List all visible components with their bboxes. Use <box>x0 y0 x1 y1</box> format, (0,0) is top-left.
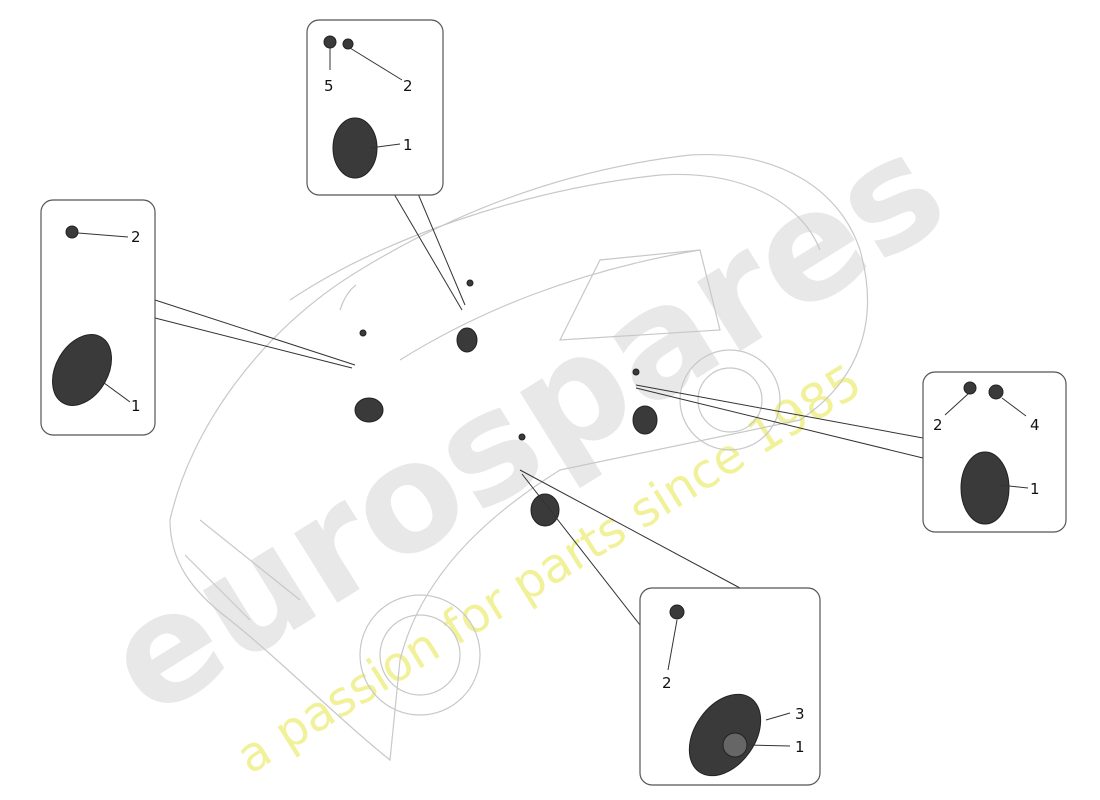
car-outline <box>169 153 869 762</box>
label-part-5: 5 <box>324 77 334 95</box>
label-part-3: 3 <box>795 705 805 723</box>
label-part-1: 1 <box>131 397 141 415</box>
callout-left: 2 1 <box>40 199 156 436</box>
callout-bottom: 2 3 1 <box>639 587 821 786</box>
label-part-2: 2 <box>131 228 141 246</box>
car-speakers <box>354 279 658 527</box>
watermark: eurospares a passion for parts since 198… <box>77 100 974 785</box>
speaker-dash-center <box>456 327 478 353</box>
speaker-rear-door <box>632 405 658 435</box>
label-part-1: 1 <box>403 136 413 154</box>
watermark-brand: eurospares <box>77 100 974 750</box>
label-part-2: 2 <box>933 416 943 434</box>
leader-lines <box>154 169 924 626</box>
label-part-2: 2 <box>403 77 413 95</box>
callout-right: 2 4 1 <box>922 371 1067 533</box>
speaker-dash-left <box>354 397 384 423</box>
speaker-front-door <box>530 493 560 527</box>
label-part-1: 1 <box>1030 480 1040 498</box>
label-part-4: 4 <box>1030 416 1040 434</box>
label-part-1: 1 <box>795 738 805 756</box>
label-part-2: 2 <box>662 674 672 692</box>
callout-top: 5 2 1 <box>306 19 444 196</box>
